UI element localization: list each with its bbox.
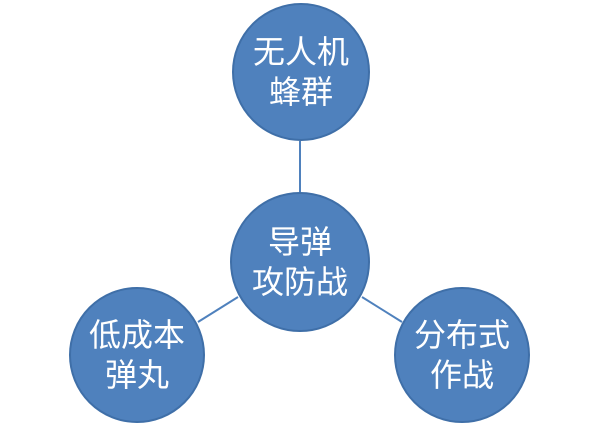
node-missile-line-2: 攻防战 — [251, 263, 348, 301]
node-distributed-line-2: 作战 — [429, 356, 494, 394]
node-low-cost-line-1: 低成本 — [88, 316, 185, 354]
node-drone-swarm: 无人机 蜂群 — [232, 3, 370, 141]
node-low-cost-projectile: 低成本 弹丸 — [69, 287, 205, 423]
node-distributed-line-1: 分布式 — [413, 316, 510, 354]
node-distributed-operations: 分布式 作战 — [394, 287, 530, 423]
connector-center-right — [361, 296, 403, 323]
connector-center-left — [197, 296, 239, 323]
node-low-cost-line-2: 弹丸 — [104, 356, 169, 394]
node-drone-swarm-line-1: 无人机 — [252, 33, 349, 71]
node-drone-swarm-line-2: 蜂群 — [268, 73, 333, 111]
node-missile-line-1: 导弹 — [267, 223, 332, 261]
node-missile-offense-defense: 导弹 攻防战 — [230, 192, 370, 332]
